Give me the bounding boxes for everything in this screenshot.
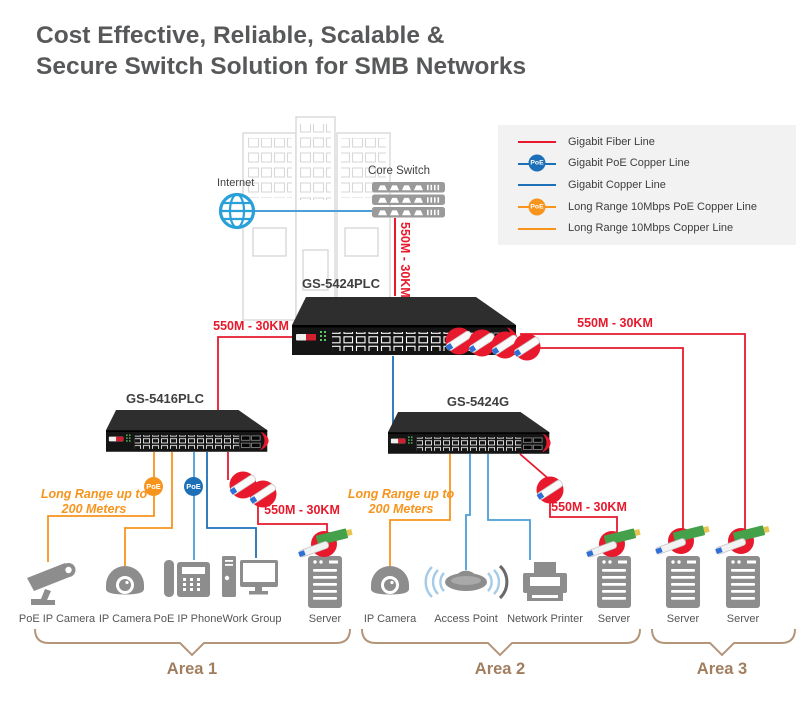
area1-brace [34,628,351,657]
area-braces [34,628,796,657]
fiber-line-icon [518,133,556,150]
device-label-poe-ip-phone: PoE IP Phone [153,613,223,625]
internet-globe-icon [218,192,256,230]
switch-gs5424g [387,411,551,455]
legend-item-fiber: Gigabit Fiber Line [498,133,796,150]
device-label-access-point: Access Point [434,613,498,625]
legend: Gigabit Fiber Line PoE Gigabit PoE Coppe… [498,125,796,245]
gs5424g-label: GS-5424G [446,394,510,409]
line-work-group [206,452,257,558]
server-nic-area3-2 [714,523,771,556]
device-label-ip-camera-2: IP Camera [363,613,417,625]
fiber-area3-server1 [524,347,684,536]
server-icon-area3-1 [666,556,700,608]
fiber-area2-a [519,453,551,481]
legend-item-lr-poe-copper: PoE Long Range 10Mbps PoE Copper Line [498,198,796,216]
ip-camera-icon-area2 [371,566,409,595]
device-label-ip-camera-1: IP Camera [98,613,152,625]
server-icon-area2 [597,556,631,608]
device-label-work-group: Work Group [222,613,282,625]
poe-ip-phone-icon [164,560,210,597]
area1-label: Area 1 [166,660,218,678]
poe-badge-blue: PoE [184,477,203,496]
legend-item-poe-copper: PoE Gigabit PoE Copper Line [498,154,796,172]
gs5416plc-label: GS-5416PLC [125,391,205,406]
device-label-network-printer: Network Printer [507,613,583,625]
line-ip-camera-1 [124,452,173,566]
internet-label: Internet [217,177,255,189]
area3-brace [651,628,796,657]
area2-brace [361,628,641,657]
long-range-label-area1: Long Range up to 200 Meters [40,487,148,516]
ip-camera-icon-area1 [106,566,144,595]
gs5424plc-label: GS-5424PLC [301,276,381,291]
poe-copper-line-icon: PoE [518,154,556,172]
device-label-server-area3-1: Server [666,613,700,625]
long-range-line-icon [518,220,556,237]
device-label-server-area3-2: Server [726,613,760,625]
fiber-area2-b [549,500,618,542]
area2-label: Area 2 [474,660,526,678]
page-title: Cost Effective, Reliable, Scalable & Sec… [36,22,527,81]
long-range-label-area2: Long Range up to 200 Meters [347,487,455,516]
distance-right-link: 550M - 30KM [577,316,653,330]
long-range-poe-line-icon: PoE [518,198,556,216]
work-group-icon [222,556,278,597]
legend-item-copper: Gigabit Copper Line [498,176,796,193]
legend-item-lr-copper: Long Range 10Mbps Copper Line [498,220,796,237]
core-switch-icon [372,182,445,218]
server-nic-area2 [585,526,642,559]
device-label-server-area1: Server [308,613,342,625]
line-ip-camera-2 [389,454,451,566]
access-point-icon [424,564,509,600]
5424plc-5416plc-fiber [217,336,292,410]
poe-badge-orange: PoE [144,477,163,496]
server-nic-area1 [297,526,354,559]
line-network-printer [487,454,531,560]
fiber-area3-server2 [520,333,746,538]
area3-label: Area 3 [696,660,748,678]
server-nic-area3-1 [654,523,711,556]
switch-gs5416plc [105,409,269,453]
device-label-server-area2: Server [597,613,631,625]
distance-area1-fiber: 550M - 30KM [264,503,340,517]
server-icon-area3-2 [726,556,760,608]
distance-left-link: 550M - 30KM [213,319,289,333]
poe-ip-camera-icon [27,563,76,605]
line-access-point [465,454,471,570]
network-printer-icon [523,562,567,601]
office-building [242,116,391,321]
server-icon-area1 [308,556,342,608]
copper-line-icon [518,176,556,193]
core-switch-label: Core Switch [368,165,430,177]
distance-core-link: 550M - 30KM [398,222,412,298]
device-label-poe-ip-camera: PoE IP Camera [18,613,96,625]
distance-area2-fiber: 550M - 30KM [551,500,627,514]
